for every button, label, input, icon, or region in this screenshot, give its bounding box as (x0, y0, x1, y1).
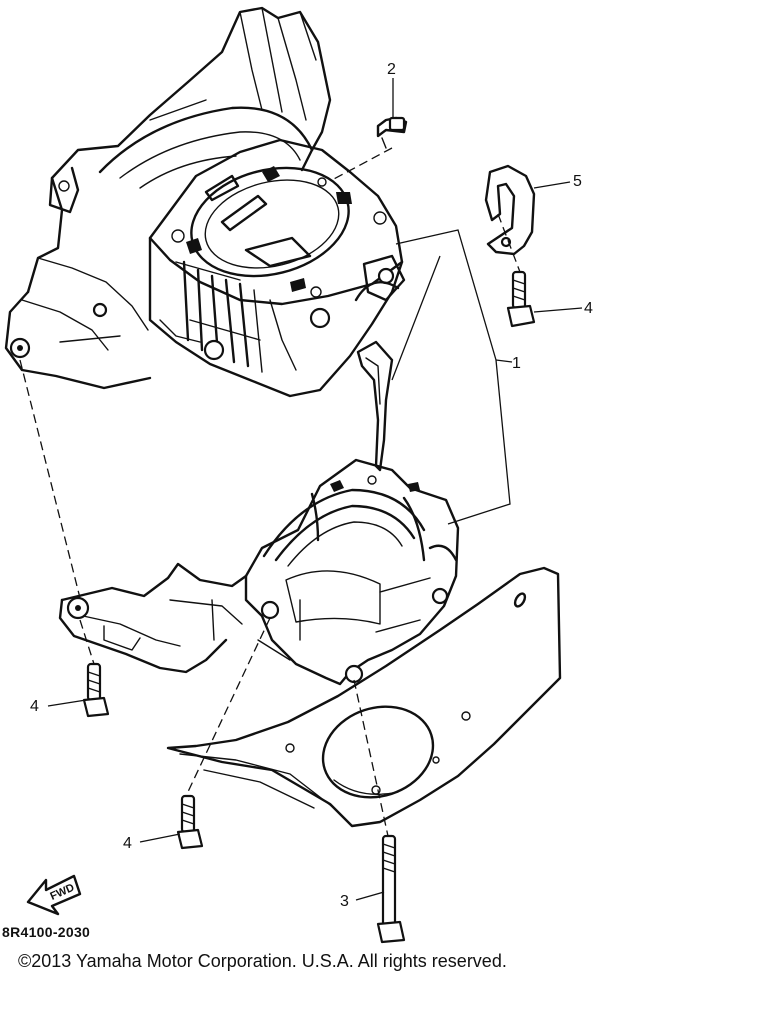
copyright-notice: ©2013 Yamaha Motor Corporation. U.S.A. A… (18, 951, 507, 971)
callout-2: 2 (387, 61, 396, 78)
bolt-4-bottom (176, 794, 204, 850)
bolt-2 (376, 116, 408, 149)
part-1-bracket (391, 229, 513, 525)
assembly-lines (19, 147, 521, 837)
lower-crankcase (58, 458, 460, 686)
bolt-4-right (506, 270, 536, 328)
crankcase-gasket-strip (356, 340, 394, 472)
callout-4-left: 4 (30, 698, 39, 715)
callout-4-right: 4 (584, 300, 593, 317)
fwd-arrow-icon: FWD (26, 874, 82, 916)
bottom-plate (166, 566, 562, 828)
callout-5: 5 (573, 173, 582, 190)
callout-4-bottom: 4 (123, 835, 132, 852)
bolt-4-left (82, 662, 110, 718)
fwd-label: FWD (48, 882, 76, 903)
leader-lines (47, 78, 583, 901)
clamp-5 (484, 164, 536, 256)
callout-1: 1 (512, 355, 521, 372)
upper-crankcase (4, 6, 406, 398)
bolt-3 (376, 834, 406, 944)
callout-3: 3 (340, 893, 349, 910)
part-code-label: 8R4100-2030 (2, 924, 91, 940)
